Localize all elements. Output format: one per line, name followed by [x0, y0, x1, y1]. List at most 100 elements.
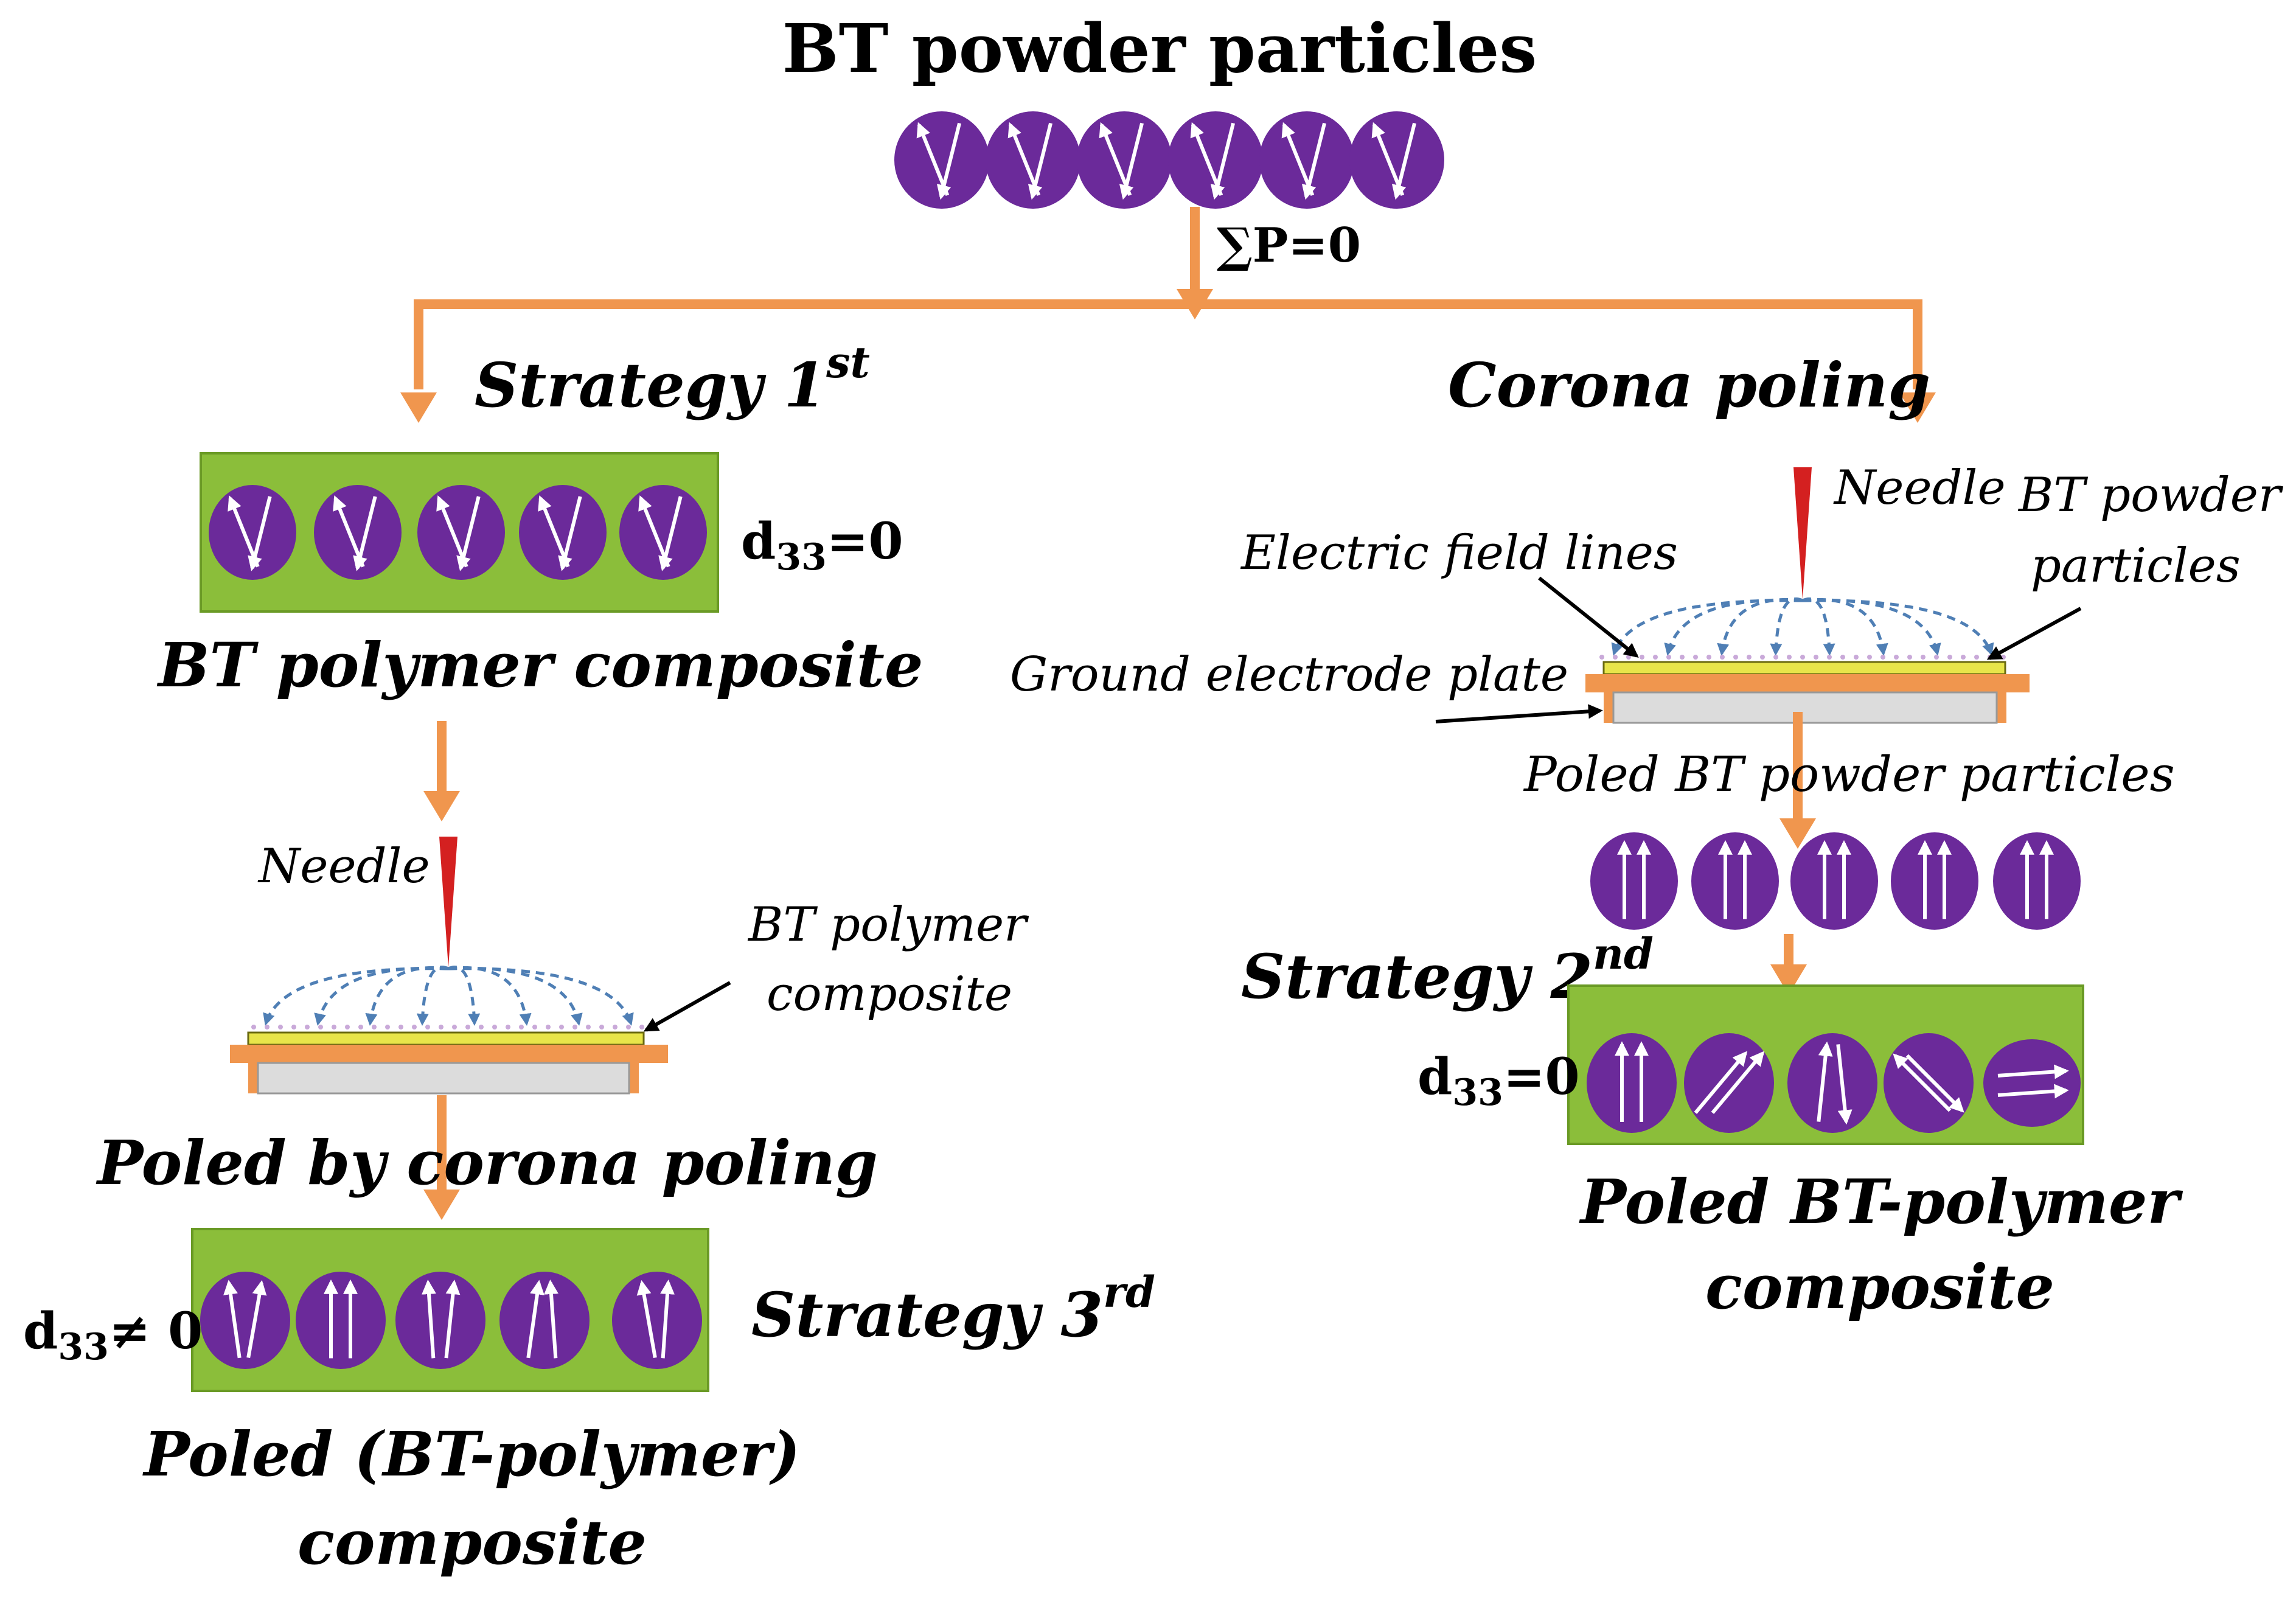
surface-charge — [425, 1025, 430, 1029]
surface-charge — [358, 1025, 363, 1029]
bt-particle — [1787, 1033, 1877, 1133]
surface-charge — [412, 1025, 417, 1029]
poled-composite-particles — [200, 1272, 702, 1369]
needle-left — [439, 837, 457, 967]
surface-charge — [1974, 655, 1979, 660]
polarization-arrow — [558, 496, 582, 571]
electrode-base-left — [257, 1062, 630, 1095]
polarization-arrow — [1391, 122, 1417, 200]
surface-charge — [278, 1025, 283, 1029]
surface-charge — [1733, 655, 1738, 660]
surface-charge — [492, 1025, 497, 1029]
electric-field-line — [263, 967, 449, 1026]
electric-field-line — [1611, 599, 1803, 656]
polarization-arrow — [1997, 1064, 2069, 1079]
strategy-3-heading: Strategy 3rd — [751, 1267, 1155, 1351]
surface-charge — [1894, 655, 1899, 660]
polarization-arrow — [936, 122, 962, 200]
sum-polarization-label: ∑P=0 — [1217, 218, 1361, 273]
field-lines-label: Electric field lines — [1240, 526, 1678, 580]
surface-charge — [398, 1025, 403, 1029]
composite-pointer-left — [643, 981, 731, 1032]
electric-field-line — [1802, 597, 1888, 656]
ground-electrode-pointer — [1435, 704, 1603, 723]
surface-charge — [1800, 655, 1805, 660]
arrow-to-strategy-2 — [1770, 934, 1807, 995]
field-lines-pointer — [1538, 576, 1639, 658]
polarization-arrow — [660, 1279, 675, 1359]
surface-charge — [586, 1025, 591, 1029]
polarization-arrow — [658, 496, 683, 571]
bt-particle — [296, 1272, 386, 1369]
bt-particle — [200, 1272, 290, 1369]
polarization-arrow — [444, 1280, 461, 1359]
surface-charge — [506, 1025, 510, 1029]
strategy-2-d33: d33=0 — [1418, 1048, 1580, 1114]
strategy-2-caption-2: composite — [1705, 1251, 2054, 1323]
corona-setup-right — [1435, 467, 2082, 724]
bt-particles-pointer — [1986, 607, 2082, 660]
polarization-arrow — [636, 1280, 657, 1358]
surface-charge — [479, 1025, 484, 1029]
field-lines-right — [1599, 597, 2006, 660]
unpoled-composite-particles — [209, 485, 707, 580]
top-connector — [400, 207, 1936, 423]
polarization-arrow — [422, 1279, 436, 1359]
electric-field-line — [1770, 597, 1804, 656]
polarization-arrow — [223, 1280, 242, 1359]
electric-field-line — [1802, 599, 1994, 656]
electric-field-line — [314, 966, 449, 1026]
bt-particle — [499, 1272, 590, 1369]
surface-charge — [1827, 655, 1832, 660]
strategy-3-caption-1: Poled (BT-polymer) — [142, 1418, 801, 1490]
polarization-arrow — [1817, 1041, 1833, 1122]
surface-charge — [1840, 655, 1845, 660]
strategy-2-caption-1: Poled BT-polymer — [1579, 1166, 2183, 1238]
surface-charge — [1680, 655, 1685, 660]
surface-charge — [1599, 655, 1604, 660]
surface-charge — [519, 1025, 524, 1029]
surface-charge — [1880, 655, 1885, 660]
polarization-arrow — [1301, 122, 1327, 200]
surface-charge — [1814, 655, 1818, 660]
surface-charge — [1921, 655, 1926, 660]
composite-film-left — [247, 1031, 645, 1046]
surface-charge — [1787, 655, 1792, 660]
surface-charge — [2001, 655, 2006, 660]
surface-charge — [1666, 655, 1671, 660]
strategy-2-heading: Strategy 2nd — [1241, 928, 1654, 1012]
arrow-to-corona-left — [423, 721, 460, 821]
strategy-3-caption-2: composite — [297, 1507, 647, 1578]
surface-charge — [626, 1025, 631, 1029]
surface-charge — [452, 1025, 457, 1029]
surface-charge — [1773, 655, 1778, 660]
polarization-arrow — [1119, 122, 1144, 200]
poled-bt-particles — [1590, 832, 2081, 930]
surface-charge — [465, 1025, 470, 1029]
surface-charge — [613, 1025, 617, 1029]
title: BT powder particles — [782, 9, 1537, 88]
polarization-arrow — [1028, 122, 1053, 200]
electric-field-line — [448, 966, 583, 1026]
surface-charge — [1934, 655, 1939, 660]
surface-charge — [1760, 655, 1765, 660]
needle-label-right: Needle — [1833, 461, 2006, 515]
bt-particle — [1684, 1033, 1774, 1133]
surface-charge — [1706, 655, 1711, 660]
surface-charge — [532, 1025, 537, 1029]
polarization-arrow — [1836, 1044, 1852, 1125]
polarization-arrow — [248, 496, 272, 571]
bt-particle — [1884, 1033, 1974, 1133]
bt-particle — [1587, 1033, 1677, 1133]
bt-particles-label-1: BT powder — [2017, 468, 2284, 523]
surface-charge — [1867, 655, 1872, 660]
field-lines-left — [251, 966, 644, 1029]
bt-particle — [1993, 832, 2081, 930]
poled-bt-polymer-particles — [1587, 1033, 2081, 1133]
surface-charge — [1693, 655, 1698, 660]
surface-charge — [385, 1025, 390, 1029]
surface-charge — [265, 1025, 270, 1029]
corona-poling-heading: Corona poling — [1448, 349, 1930, 421]
strategy-1-d33: d33=0 — [741, 512, 903, 579]
